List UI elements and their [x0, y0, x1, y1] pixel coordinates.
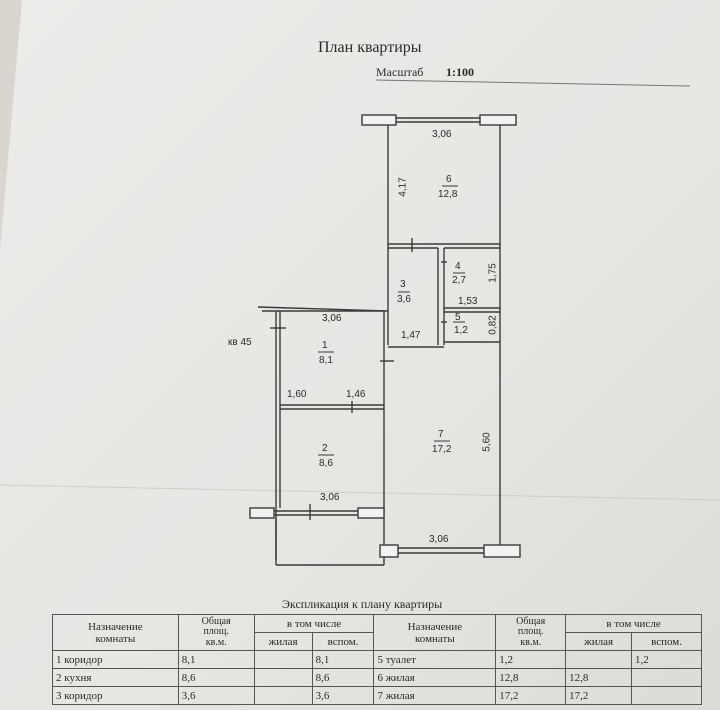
row-name: 2 кухня: [52, 668, 179, 687]
room-area-6: 12,8: [438, 189, 458, 200]
dim-room7-bottom: 3,06: [429, 534, 449, 545]
room-area-1: 8,1: [319, 355, 333, 366]
row-total: 8,1: [177, 650, 255, 669]
room-area-5: 1,2: [454, 325, 468, 336]
dim-room4-height: 1,75: [487, 263, 499, 283]
row-aux: [631, 668, 702, 687]
row-living: [565, 650, 633, 669]
header-living-right: жилая: [565, 632, 633, 651]
window-bottom-right-pier: [357, 507, 385, 519]
explication-subheader-row: жилая вспом. жилая вспом.: [53, 632, 702, 651]
row-total: 3,6: [177, 686, 255, 705]
window-top-right-pier: [479, 114, 517, 126]
room-number-1: 1: [322, 340, 328, 351]
room-number-7: 7: [438, 429, 444, 440]
row-aux: [631, 686, 702, 705]
explication-title: Экспликация к плану квартиры: [282, 597, 443, 611]
dim-room1-bottom-left: 1,60: [287, 389, 307, 400]
header-aux: вспом.: [311, 632, 375, 651]
window-bottom-left-pier: [249, 507, 275, 519]
apartment-label: кв 45: [228, 337, 252, 348]
dim-room5-height: 0,82: [487, 315, 499, 335]
window-room7-left-pier: [379, 544, 399, 558]
room-area-3: 3,6: [397, 294, 411, 305]
dim-room7-height: 5,60: [481, 432, 493, 452]
row-living: 12,8: [565, 668, 633, 687]
dim-top-width: 3,06: [432, 129, 452, 140]
dim-room4-width: 1,53: [458, 296, 478, 307]
dim-room1-bottom-right: 1,46: [346, 389, 366, 400]
document-title: План квартиры: [318, 39, 422, 56]
row-total: 8,6: [177, 668, 255, 687]
row-name: 6 жилая: [373, 668, 497, 687]
room-area-2: 8,6: [319, 458, 333, 469]
row-total: 17,2: [495, 686, 567, 705]
scale-value: 1:100: [446, 65, 474, 79]
table-row: 2 кухня 8,6 8,6 6 жилая 12,8 12,8: [52, 668, 702, 687]
room-number-4: 4: [455, 261, 461, 272]
header-living: жилая: [253, 632, 313, 651]
row-living: [253, 668, 313, 687]
row-total: 1,2: [495, 650, 567, 669]
row-living: 17,2: [565, 686, 633, 705]
window-room7-right-pier: [483, 544, 521, 558]
paper-fold: [0, 484, 720, 501]
row-living: [253, 650, 313, 669]
room-number-2: 2: [322, 443, 328, 454]
row-living: [253, 686, 313, 705]
row-name: 1 коридор: [52, 650, 179, 669]
room-number-5: 5: [455, 312, 461, 323]
row-name: 5 туалет: [373, 650, 497, 669]
room-area-4: 2,7: [452, 275, 466, 286]
row-total: 12,8: [495, 668, 567, 687]
dim-room2-bottom: 3,06: [320, 492, 340, 503]
room-number-6: 6: [446, 174, 452, 185]
scale-label: Масштаб: [376, 65, 424, 79]
row-name: 7 жилая: [373, 686, 497, 705]
table-row: 1 коридор 8,1 8,1 5 туалет 1,2 1,2: [52, 650, 702, 669]
row-aux: 1,2: [631, 650, 702, 669]
dim-room3-width: 1,47: [401, 330, 421, 341]
table-row: 3 коридор 3,6 3,6 7 жилая 17,2 17,2: [52, 686, 702, 705]
room-area-7: 17,2: [432, 444, 452, 455]
row-aux: 8,1: [311, 650, 375, 669]
room-number-3: 3: [400, 279, 406, 290]
area-fraction-bars: [318, 185, 465, 456]
header-including: в том числе: [253, 614, 375, 633]
header-including-right: в том числе: [565, 614, 702, 633]
row-name: 3 коридор: [52, 686, 179, 705]
row-aux: 8,6: [311, 668, 375, 687]
window-top-left-pier: [361, 114, 397, 126]
dim-room1-width: 3,06: [322, 313, 342, 324]
dim-room6-height: 4,17: [397, 177, 409, 197]
plan-walls: [249, 114, 521, 566]
scale-underline: [375, 79, 691, 87]
row-aux: 3,6: [311, 686, 375, 705]
header-aux-right: вспом.: [631, 632, 702, 651]
